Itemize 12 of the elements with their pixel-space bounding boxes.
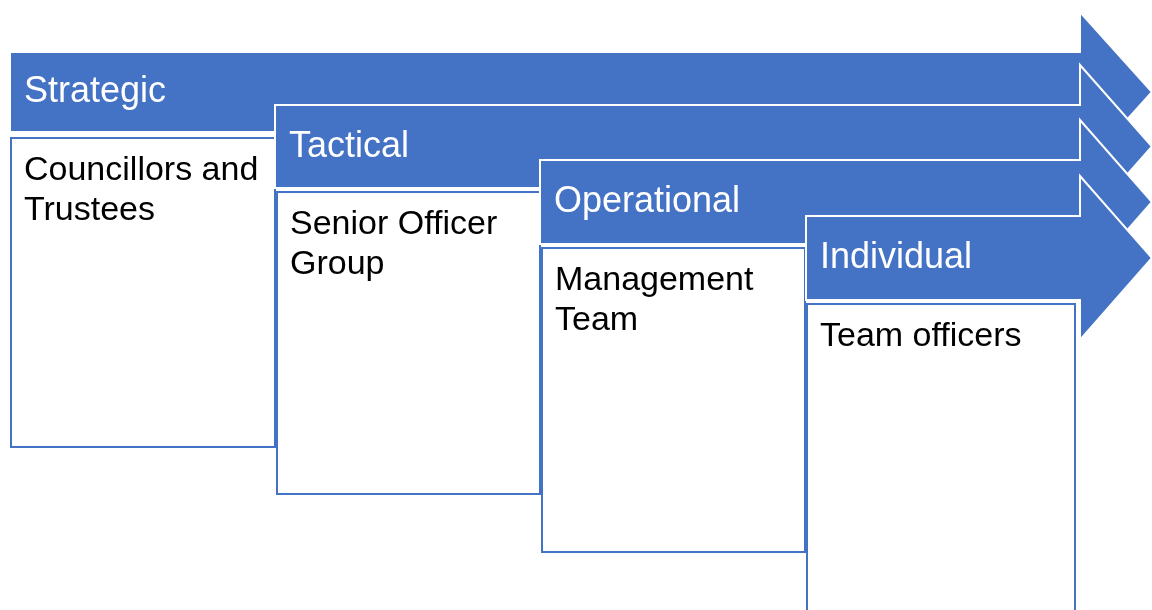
level-label: Strategic: [24, 72, 167, 108]
level-label: Tactical: [289, 126, 410, 163]
group-label: Management Team: [555, 259, 755, 339]
content-box: [541, 247, 806, 553]
level-label: Individual: [820, 238, 973, 274]
group-label: Senior Officer Group: [290, 203, 499, 283]
group-label: Councillors and Trustees: [24, 149, 260, 229]
group-label: Team officers: [820, 315, 1023, 355]
content-box: [806, 303, 1076, 610]
level-label: Operational: [554, 182, 741, 218]
content-box: [276, 191, 541, 495]
content-box: [10, 137, 276, 448]
